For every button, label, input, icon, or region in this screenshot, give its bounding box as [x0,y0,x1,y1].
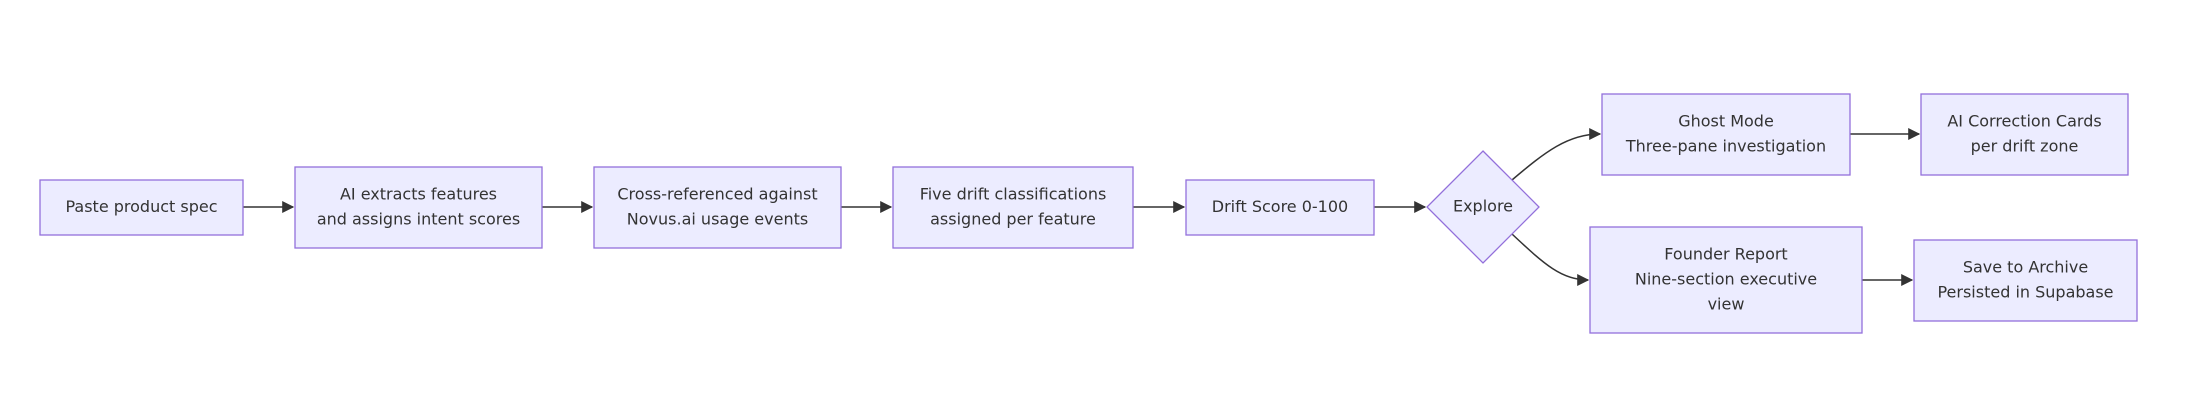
node-label-line: Persisted in Supabase [1937,283,2113,302]
node-extract: AI extracts features and assigns intent s… [294,166,543,249]
node-explore: Explore [1426,150,1540,264]
node-cards: AI Correction Cards per drift zone [1920,93,2129,176]
node-label-line: and assigns intent scores [317,210,520,229]
nodes-layer: Paste product spec AI extracts features an… [39,93,2138,334]
node-box [1920,93,2129,176]
edge-explore-to-ghost [1511,128,1602,181]
node-label-line: AI Correction Cards [1947,112,2101,131]
node-box [1601,93,1851,176]
edges-layer [243,128,1921,286]
node-classify: Five drift classifications assigned per f… [892,166,1134,249]
node-label-line: assigned per feature [930,210,1096,229]
edge-arrow [1511,233,1590,286]
node-label-line: Save to Archive [1963,258,2088,277]
node-box [1913,239,2138,322]
node-box [1185,179,1375,236]
node-label-line: Ghost Mode [1678,112,1774,131]
node-label-line: Drift Score 0-100 [1212,197,1348,216]
edge-arrow [1511,128,1602,181]
node-paste: Paste product spec [39,179,244,236]
node-label-line: AI extracts features [340,185,497,204]
node-label-line: Nine-section executive [1635,270,1817,289]
node-box [1589,226,1863,334]
node-label-line: Novus.ai usage events [627,210,808,229]
node-box [892,166,1134,249]
node-box [39,179,244,236]
node-label-line: per drift zone [1971,137,2079,156]
node-label-line: Three-pane investigation [1625,137,1826,156]
node-label-line: Explore [1453,197,1513,216]
decision-diamond [1426,150,1540,264]
node-box [593,166,842,249]
node-label-line: Paste product spec [65,197,217,216]
node-score: Drift Score 0-100 [1185,179,1375,236]
node-label-line: Five drift classifications [920,185,1107,204]
node-label-line: Cross-referenced against [617,185,817,204]
edge-explore-to-report [1511,233,1590,286]
node-box [294,166,543,249]
node-label-line: Founder Report [1664,245,1787,264]
node-label-line: view [1708,295,1745,314]
